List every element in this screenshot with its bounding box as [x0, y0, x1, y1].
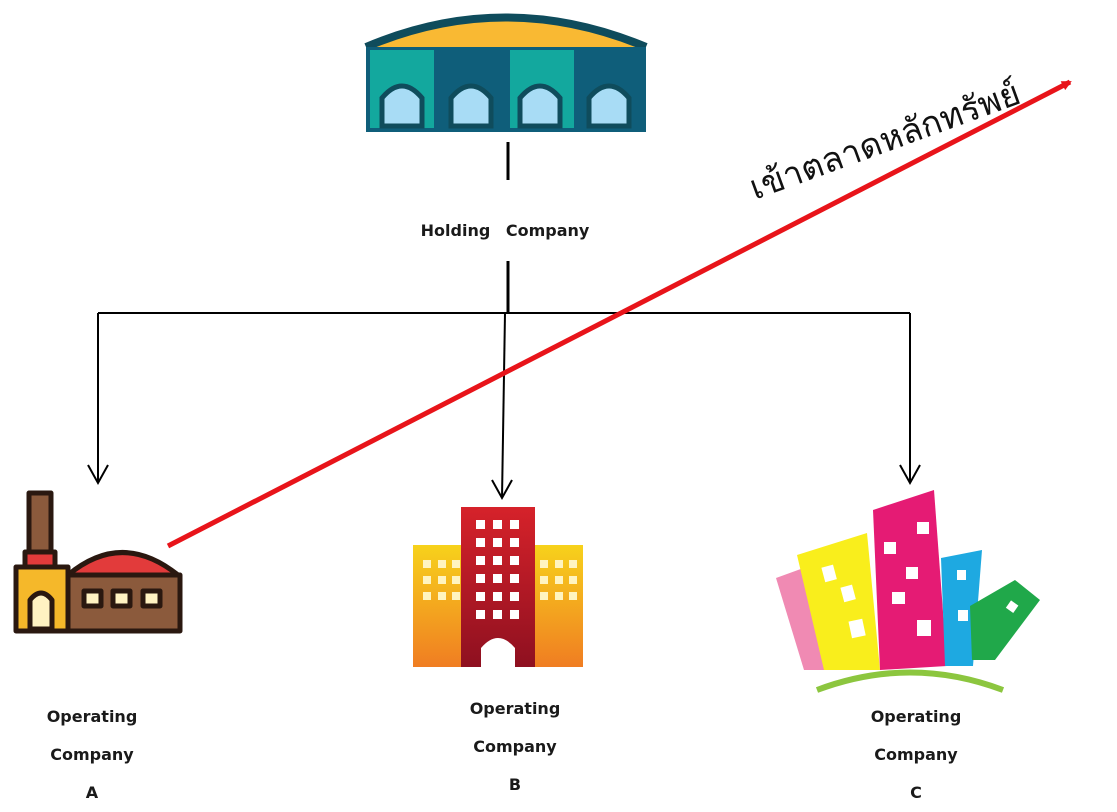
connector-lines	[87, 142, 921, 501]
holding-company-label: Holding Company	[380, 212, 630, 250]
company-c-line3: C	[910, 783, 922, 802]
company-a-label: Operating Company A	[22, 698, 162, 812]
company-b-line3: B	[508, 775, 522, 794]
factory-icon	[13, 490, 183, 634]
company-a-line3: A	[85, 783, 99, 802]
ipo-arrow	[166, 79, 1072, 549]
office-building-icon	[413, 507, 583, 667]
company-b-label: Operating Company B	[445, 690, 585, 804]
company-c-label: Operating Company C	[846, 698, 986, 812]
company-a-line2: Company	[50, 745, 134, 764]
holding-building-icon	[364, 13, 648, 132]
company-a-line1: Operating	[46, 707, 138, 726]
company-b-line1: Operating	[469, 699, 561, 718]
colorful-buildings-icon	[776, 490, 1040, 693]
holding-company-text: Holding Company	[420, 221, 590, 240]
company-b-line2: Company	[473, 737, 557, 756]
company-c-line1: Operating	[870, 707, 962, 726]
company-c-line2: Company	[874, 745, 958, 764]
